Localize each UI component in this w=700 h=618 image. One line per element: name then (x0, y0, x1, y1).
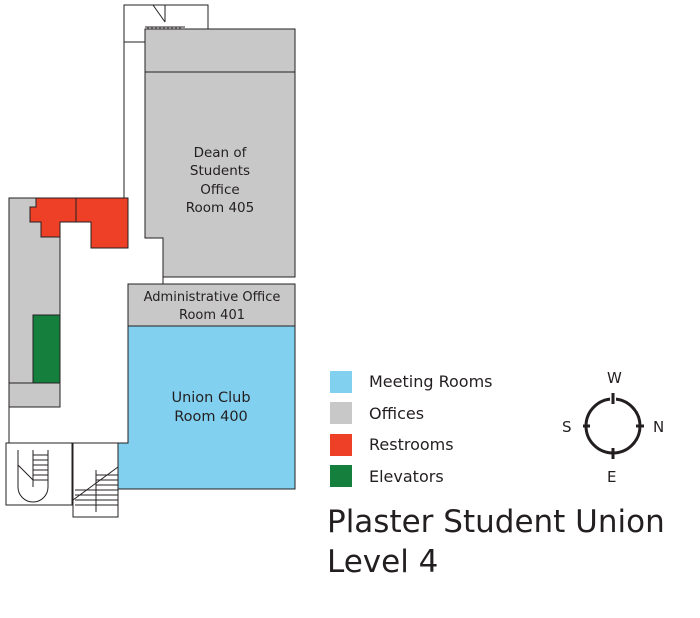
dean-label-1: Dean of (194, 145, 248, 161)
compass-north: N (653, 418, 665, 436)
title-line-2: Level 4 (327, 544, 439, 580)
legend-label: Restrooms (369, 435, 454, 455)
map-title: Plaster Student Union Level 4 (327, 502, 665, 582)
legend-label: Elevators (369, 466, 444, 486)
dean-label-2: Students (190, 163, 250, 179)
room-administrative-office[interactable] (127, 283, 296, 327)
compass-south: S (562, 418, 572, 436)
compass-icon (583, 392, 644, 459)
stairs-bottom-right (72, 466, 119, 512)
dean-label-4: Room 405 (186, 200, 255, 216)
legend-item-restrooms: Restrooms (330, 429, 493, 461)
stairs-bottom-left (17, 450, 49, 503)
stairwell-bottom-left (5, 442, 73, 506)
swatch-offices (330, 402, 352, 425)
swatch-elevators (330, 465, 352, 488)
compass-east: E (607, 468, 617, 486)
legend-label: Offices (369, 403, 425, 423)
compass-west: W (607, 369, 622, 387)
restroom-2[interactable] (75, 197, 129, 249)
legend-item-elevators: Elevators (330, 461, 493, 493)
legend-label: Meeting Rooms (369, 372, 493, 392)
elevator[interactable] (32, 314, 61, 384)
admin-label-2: Room 401 (179, 308, 245, 323)
legend-item-meeting-rooms: Meeting Rooms (330, 366, 493, 398)
union-club-label-2: Room 400 (174, 409, 248, 425)
legend-item-offices: Offices (330, 398, 493, 430)
title-line-1: Plaster Student Union (327, 504, 665, 540)
swatch-meeting-rooms (330, 370, 352, 393)
admin-label-1: Administrative Office (144, 290, 281, 305)
dean-label-3: Office (200, 182, 239, 198)
room-union-club[interactable] (117, 325, 296, 490)
legend: Meeting Rooms Offices Restrooms Elevator… (330, 366, 493, 492)
swatch-restrooms (330, 433, 352, 456)
union-club-label-1: Union Club (171, 390, 250, 406)
